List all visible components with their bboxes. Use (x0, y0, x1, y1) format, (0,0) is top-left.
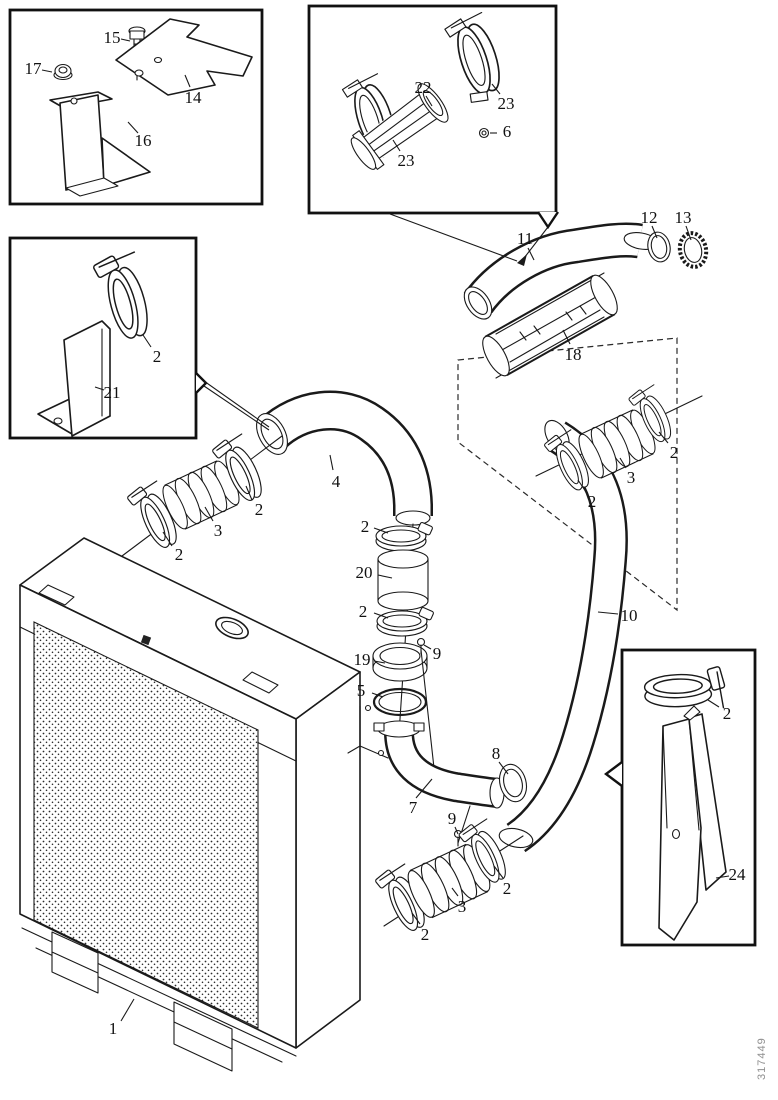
callout-22: 22 (415, 78, 432, 97)
radiator (19, 537, 361, 1072)
callout-1: 1 (109, 1019, 118, 1038)
callout-16: 16 (135, 131, 152, 150)
callout-4: 4 (332, 472, 341, 491)
callout-13: 13 (675, 208, 692, 227)
callout-17: 17 (25, 59, 43, 78)
callout-5: 5 (357, 681, 366, 700)
left-hose-assembly (105, 431, 283, 569)
callout-2-inset-right: 2 (723, 704, 732, 723)
plate-bracket-14 (115, 18, 253, 96)
right-hose-assembly (535, 382, 703, 496)
guard-plate-24 (658, 705, 727, 941)
callout-7: 7 (409, 798, 418, 817)
callout-2-mid-1: 2 (361, 517, 370, 536)
heat-shield-sleeve (482, 272, 618, 379)
leader-lines (41, 38, 730, 1022)
callout-15: 15 (104, 28, 121, 47)
callout-9-lower: 9 (448, 809, 457, 828)
upper-charge-air-hose (463, 222, 659, 320)
nut-17 (53, 63, 73, 81)
callout-18: 18 (565, 345, 582, 364)
callout-3-right: 3 (627, 468, 636, 487)
callout-3-bottom: 3 (458, 897, 467, 916)
upper-elbow-hose (256, 390, 433, 526)
detail-box-pipe-clamps (307, 4, 559, 230)
support-bracket-16 (49, 91, 151, 197)
detail-box-pointer-lines (389, 213, 549, 266)
callout-12: 12 (641, 208, 658, 227)
detail-box-clamp-guard (604, 648, 757, 947)
callout-labels: 15 17 14 16 22 23 6 23 2 21 11 12 13 18 … (25, 28, 747, 1038)
callout-23-right: 23 (498, 94, 515, 113)
callout-11: 11 (517, 229, 533, 248)
callout-2-upper: 2 (255, 500, 264, 519)
callout-20: 20 (356, 563, 373, 582)
callout-9-upper: 9 (433, 644, 442, 663)
bottom-hose-assembly (372, 816, 524, 938)
callout-8: 8 (492, 744, 501, 763)
callout-14: 14 (185, 88, 203, 107)
callout-2-bottom-left: 2 (421, 925, 430, 944)
callout-19: 19 (354, 650, 371, 669)
callout-10: 10 (621, 606, 638, 625)
middle-connection-column (372, 521, 434, 735)
seal-ring-12 (647, 231, 671, 263)
callout-23-left: 23 (398, 151, 415, 170)
figure-id-text: 317449 (756, 1037, 768, 1080)
mounting-bracket-21 (37, 320, 111, 437)
callout-24: 24 (729, 865, 747, 884)
callout-2-bottom-right: 2 (503, 879, 512, 898)
callout-3-upper: 3 (214, 521, 223, 540)
o-ring-seal-8 (498, 763, 528, 803)
bolt-9-upper (416, 637, 426, 655)
callout-2-right-upper: 2 (670, 443, 679, 462)
callout-21: 21 (104, 383, 121, 402)
callout-2-mid-2: 2 (359, 602, 368, 621)
bolt-6 (478, 127, 497, 139)
callout-6: 6 (503, 122, 512, 141)
callout-2-upper-left: 2 (175, 545, 184, 564)
detail-box-mounting-bracket (8, 8, 264, 206)
callout-2-right-lower: 2 (588, 492, 597, 511)
lower-charge-air-pipe (347, 637, 505, 847)
detail-box-clamp-bracket (8, 236, 270, 440)
callout-2-inset-left: 2 (153, 347, 162, 366)
clamp-ring-13 (677, 231, 709, 269)
connecting-pipe-22 (350, 83, 449, 170)
dashed-region-outline (457, 337, 678, 612)
